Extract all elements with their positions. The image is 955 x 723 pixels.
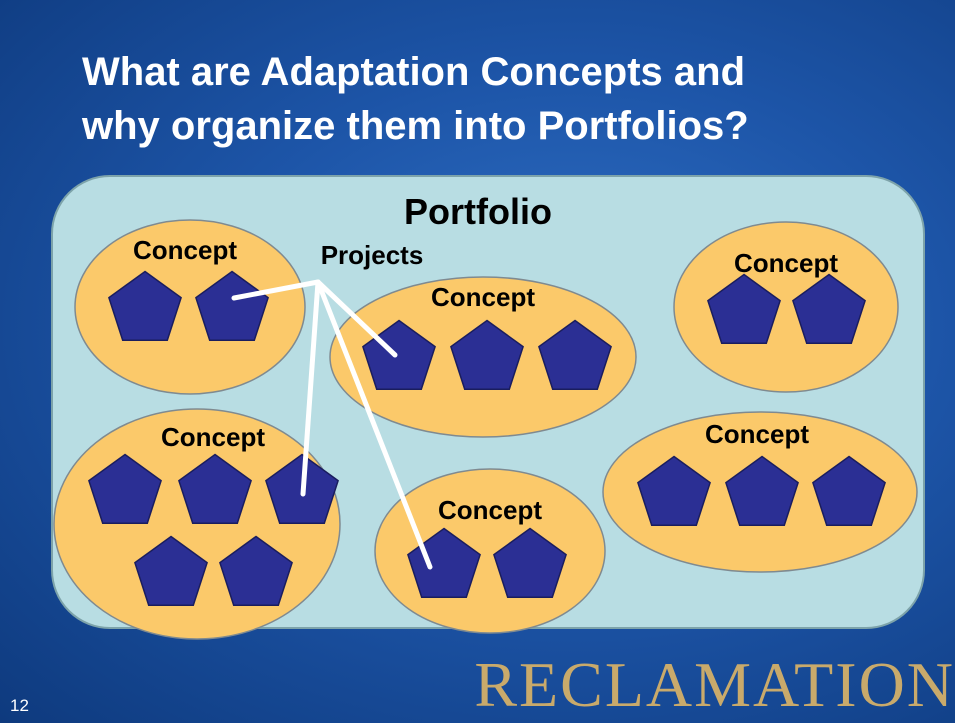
project-pentagon [493,527,567,598]
project-pentagon [725,455,799,526]
concept-3: Concept [673,221,899,393]
project-pentagon [407,527,481,598]
concept-5: Concept [374,468,606,634]
projects-connectors [231,279,433,570]
concept-bubble [74,219,306,395]
connector-line [315,279,398,358]
concept-label: Concept [133,235,237,265]
project-pentagon [637,455,711,526]
concept-label: Concept [734,248,838,278]
projects-label: Projects [321,240,424,270]
project-pentagon [88,453,162,524]
project-pentagon [219,535,293,606]
connector-line [315,279,433,570]
reclamation-logo: RECLAMATION [474,649,955,720]
concept-6: Concept [602,411,918,573]
slide-title: What are Adaptation Concepts and why org… [82,45,902,153]
project-pentagon [450,319,524,390]
concept-2: Concept [329,276,637,438]
concept-1: Concept [74,219,306,395]
slide-number: 12 [10,696,29,715]
concept-label: Concept [431,282,535,312]
project-pentagon [538,319,612,390]
project-pentagon [134,535,208,606]
connector-line [231,279,321,301]
project-pentagon [792,273,866,344]
project-pentagon [362,319,436,390]
concept-label: Concept [705,419,809,449]
concept-4: Concept [53,408,341,640]
project-pentagon [178,453,252,524]
connector-line [300,279,321,497]
title-line-2: why organize them into Portfolios? [82,104,749,148]
concept-label: Concept [438,495,542,525]
portfolio-label: Portfolio [404,191,552,232]
title-line-1: What are Adaptation Concepts and [82,50,746,94]
concept-bubble [374,468,606,634]
concept-bubble [673,221,899,393]
project-pentagon [108,270,182,341]
concept-label: Concept [161,422,265,452]
project-pentagon [707,273,781,344]
project-pentagon [812,455,886,526]
